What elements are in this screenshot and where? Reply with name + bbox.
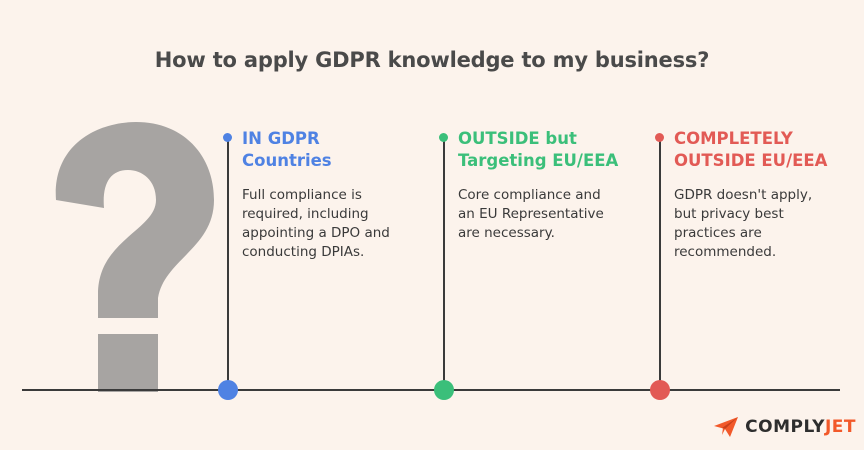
column-description: Full compliance is required, including a… — [242, 187, 390, 260]
timeline-stem — [659, 138, 661, 390]
paper-plane-icon — [714, 417, 739, 437]
timeline-dot-small — [223, 133, 232, 142]
timeline-stem — [443, 138, 445, 390]
column-description: GDPR doesn't apply, but privacy best pra… — [674, 187, 813, 260]
column-heading: COMPLETELY OUTSIDE EU/EEA — [674, 129, 828, 170]
column-heading: OUTSIDE but Targeting EU/EEA — [458, 129, 619, 170]
page-title: How to apply GDPR knowledge to my busine… — [154, 48, 710, 72]
brand-name-part2: JET — [824, 417, 856, 437]
brand-logo: COMPLYJET — [713, 412, 856, 442]
timeline-marker — [650, 380, 670, 400]
question-mark-icon — [55, 122, 214, 392]
brand-name-part1: COMPLY — [745, 417, 825, 437]
column-heading: IN GDPR Countries — [242, 129, 332, 170]
column-description: Core compliance and an EU Representative… — [458, 187, 604, 241]
timeline-stem — [227, 138, 229, 390]
timeline-marker — [434, 380, 454, 400]
timeline-dot-small — [655, 133, 664, 142]
timeline-marker — [218, 380, 238, 400]
timeline-baseline — [22, 389, 840, 391]
timeline-dot-small — [439, 133, 448, 142]
